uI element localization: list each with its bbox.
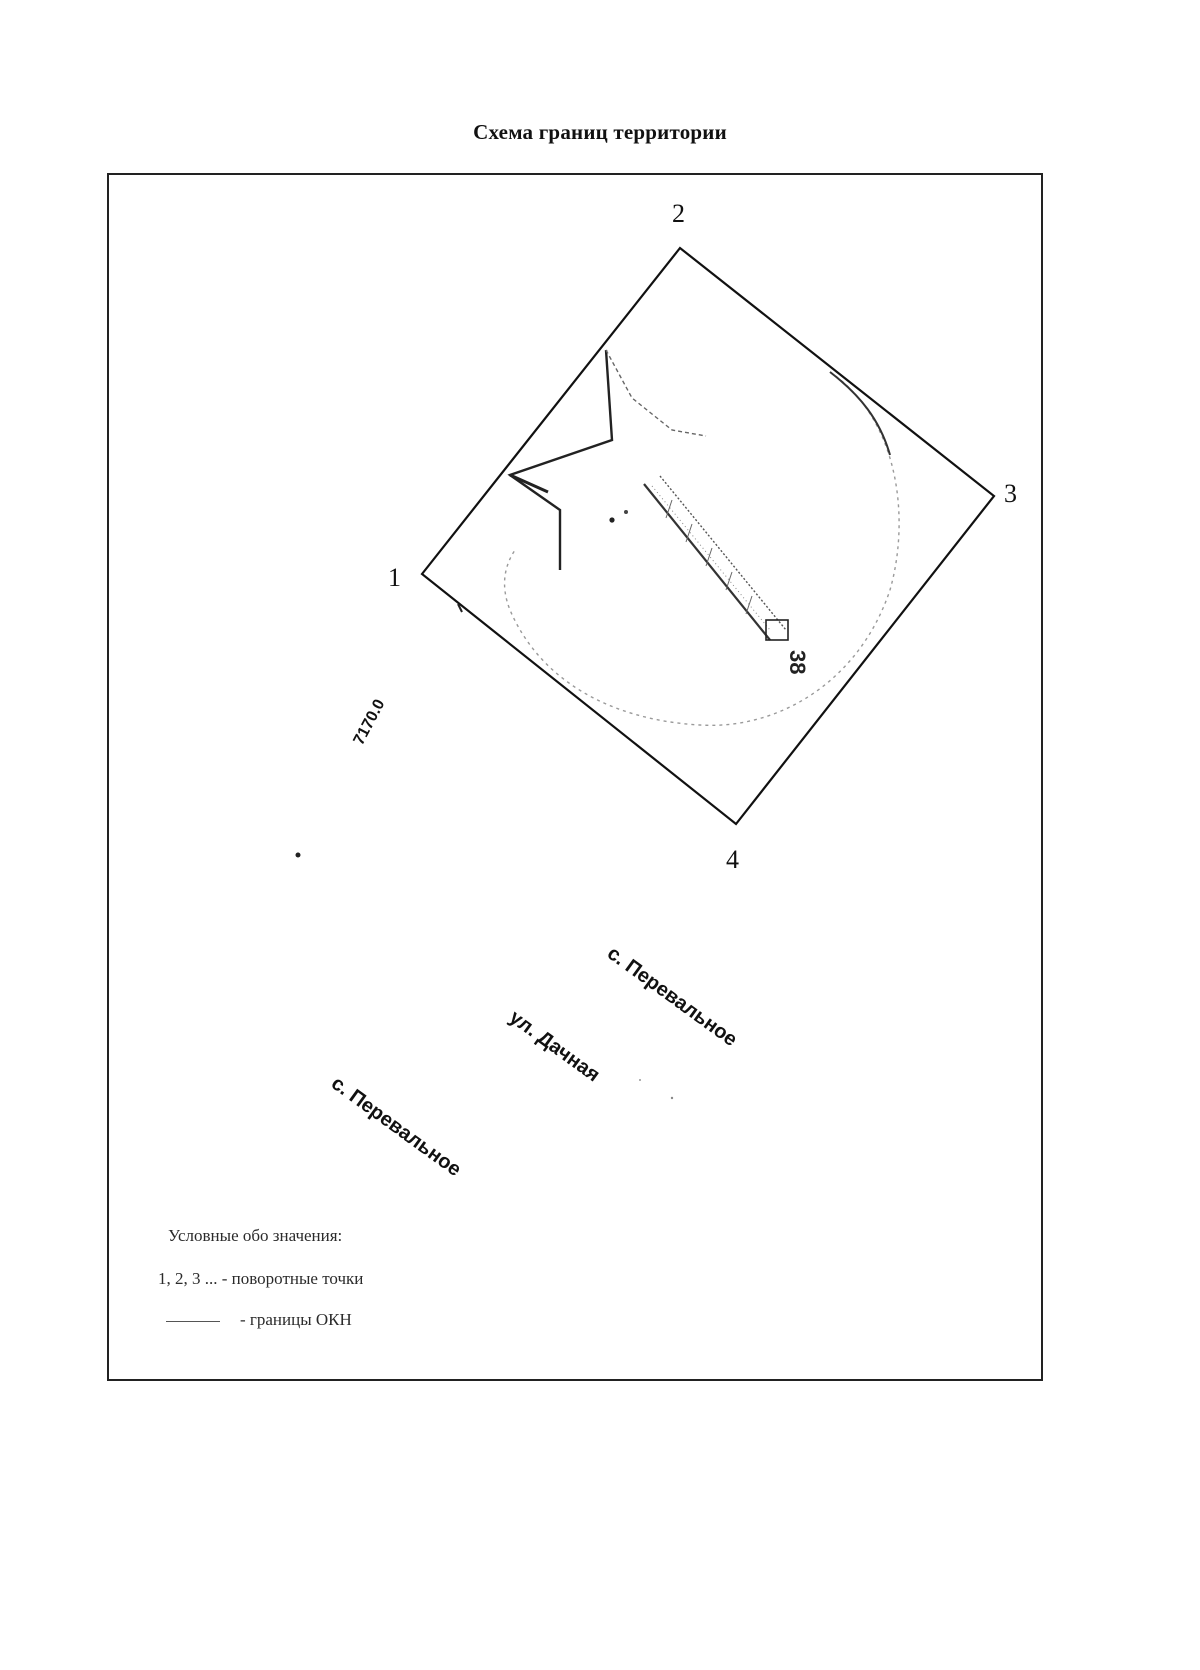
turning-point-4: 4 (726, 845, 739, 874)
legend-title: Условные обо значения: (168, 1226, 343, 1245)
place-label-street: ул. Дачная (505, 1006, 604, 1086)
turning-point-1: 1 (388, 563, 401, 592)
place-label-village-lower: с. Перевальное (327, 1072, 465, 1181)
legend-boundary-text: - границы ОКН (240, 1310, 352, 1329)
place-label-village-upper: с. Перевальное (603, 942, 741, 1051)
legend-points: 1, 2, 3 ... - поворотные точки (158, 1269, 364, 1288)
turning-point-2: 2 (672, 199, 685, 228)
monument-oval (503, 371, 900, 727)
area-label: 7170.0 (351, 697, 389, 748)
page-title: Схема границ территории (473, 120, 727, 144)
map-frame-border (107, 173, 1043, 1381)
monument-oval-upper (829, 371, 891, 456)
territory-boundary (420, 246, 996, 826)
stele-strip (643, 475, 789, 641)
monument-mark: 38 (785, 650, 810, 674)
turning-point-3: 3 (1004, 479, 1017, 508)
legend-boundary-line-icon (166, 1320, 220, 1322)
point-1-tick (457, 603, 463, 613)
legend-boundary: - границы ОКН (166, 1310, 352, 1330)
reference-dot (295, 852, 301, 858)
star-monument-icon (507, 349, 707, 570)
